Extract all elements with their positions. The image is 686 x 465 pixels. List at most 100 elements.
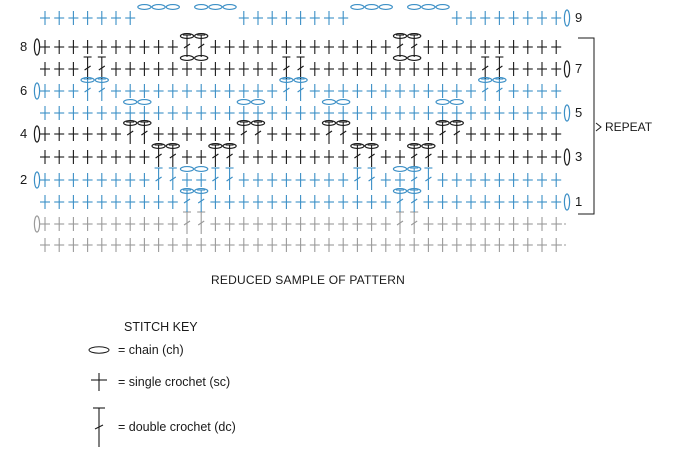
double-crochet-stitch: [155, 176, 162, 182]
row-number-left: 4: [20, 126, 27, 141]
key-double-crochet: = double crochet (dc): [80, 405, 236, 449]
chain-stitch: [336, 99, 351, 105]
double-crochet-stitch: [126, 130, 134, 136]
chain-stitch: [435, 99, 450, 105]
double-crochet-stitch: [297, 65, 304, 71]
chain-stitch: [137, 120, 152, 126]
chain-stitch: [151, 143, 166, 149]
chain-stitch: [407, 143, 422, 149]
double-crochet-stitch: [396, 220, 404, 226]
chain-stitch: [435, 4, 450, 10]
chain-stitch: [449, 99, 464, 105]
chain-icon: [80, 345, 118, 355]
double-crochet-stitch: [297, 87, 304, 93]
double-crochet-stitch: [212, 176, 219, 182]
chain-stitch: [194, 166, 209, 172]
turning-chain: [33, 125, 41, 143]
chain-stitch: [321, 120, 337, 126]
key-single-crochet: = single crochet (sc): [80, 372, 230, 392]
double-crochet-stitch: [212, 153, 219, 159]
chain-stitch: [392, 188, 408, 194]
chain-stitch: [407, 55, 422, 61]
double-crochet-stitch: [410, 43, 418, 49]
chain-stitch: [137, 99, 152, 105]
turning-chain: [563, 148, 571, 166]
chain-stitch: [336, 120, 351, 126]
double-crochet-stitch: [368, 153, 375, 159]
double-crochet-icon: [80, 405, 118, 449]
turning-chain: [33, 215, 41, 233]
chain-stitch: [137, 4, 152, 10]
chain-stitch: [236, 120, 251, 126]
double-crochet-stitch: [339, 130, 347, 136]
double-crochet-stitch: [396, 43, 404, 49]
double-crochet-stitch: [496, 65, 503, 71]
double-crochet-stitch: [98, 87, 106, 93]
chain-stitch: [222, 143, 237, 149]
double-crochet-stitch: [396, 198, 404, 204]
row-number-right: 9: [575, 10, 582, 25]
chain-stitch: [378, 4, 393, 10]
chart-caption: REDUCED SAMPLE OF PATTERN: [211, 273, 405, 287]
double-crochet-stitch: [98, 65, 106, 71]
double-crochet-stitch: [84, 65, 91, 71]
double-crochet-stitch: [425, 176, 432, 182]
chain-stitch: [94, 77, 109, 83]
chain-stitch: [123, 99, 138, 105]
double-crochet-stitch: [325, 130, 333, 136]
double-crochet-stitch: [169, 176, 177, 182]
double-crochet-stitch: [183, 198, 191, 204]
double-crochet-stitch: [410, 220, 418, 226]
double-crochet-stitch: [410, 176, 418, 182]
stitch-key-title: STITCH KEY: [124, 320, 198, 334]
double-crochet-stitch: [254, 130, 262, 136]
row-number-right: 3: [575, 149, 582, 164]
double-crochet-stitch: [354, 176, 361, 182]
key-chain-label: = chain (ch): [118, 343, 184, 357]
chain-stitch: [194, 55, 209, 61]
chain-stitch: [478, 77, 493, 83]
chain-stitch: [392, 55, 408, 61]
chain-stitch: [194, 188, 209, 194]
chain-stitch: [80, 77, 95, 83]
chain-stitch: [407, 4, 422, 10]
double-crochet-stitch: [481, 87, 489, 93]
key-chain: = chain (ch): [80, 343, 184, 357]
chain-stitch: [222, 4, 237, 10]
double-crochet-stitch: [141, 130, 148, 136]
chain-stitch: [236, 99, 251, 105]
chain-stitch: [179, 188, 195, 194]
double-crochet-stitch: [183, 220, 191, 226]
double-crochet-stitch: [197, 220, 205, 226]
chain-stitch: [165, 4, 180, 10]
chain-stitch: [208, 143, 223, 149]
repeat-label: REPEAT: [605, 120, 653, 134]
chain-stitch: [250, 120, 266, 126]
double-crochet-stitch: [84, 87, 91, 93]
chain-stitch: [179, 33, 195, 39]
double-crochet-stitch: [283, 87, 290, 93]
turning-chain: [563, 9, 571, 27]
chain-stitch: [165, 143, 180, 149]
chain-stitch: [194, 4, 209, 10]
double-crochet-stitch: [425, 153, 432, 159]
double-crochet-stitch: [368, 176, 375, 182]
double-crochet-stitch: [226, 176, 233, 182]
row-number-left: 8: [20, 39, 27, 54]
repeat-arrow-icon: [595, 122, 602, 132]
row-number-left: 2: [20, 172, 27, 187]
chain-stitch: [350, 4, 365, 10]
chain-stitch: [179, 166, 195, 172]
double-crochet-stitch: [410, 198, 418, 204]
chain-stitch: [392, 33, 408, 39]
row-number-right: 1: [575, 194, 582, 209]
repeat-bracket: [578, 37, 595, 215]
chain-stitch: [407, 188, 422, 194]
row-number-right: 5: [575, 105, 582, 120]
double-crochet-stitch: [197, 43, 205, 49]
double-crochet-stitch: [283, 65, 290, 71]
double-crochet-stitch: [226, 153, 233, 159]
chain-stitch: [151, 4, 166, 10]
turning-chain: [33, 38, 41, 56]
